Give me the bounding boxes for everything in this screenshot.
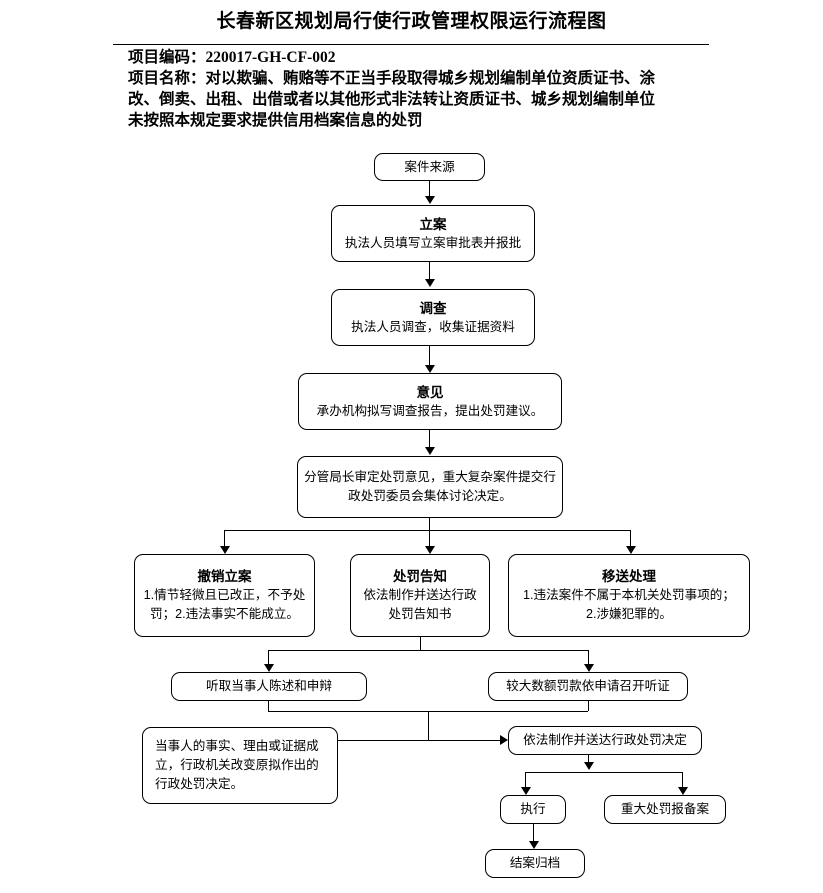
project-name-line-1: 项目名称：对以欺骗、贿赂等不正当手段取得城乡规划编制单位资质证书、涂 xyxy=(128,70,656,87)
arrow-bus-to-revoke xyxy=(220,546,230,554)
connector-decision-split-bus xyxy=(525,772,682,773)
node-major-penalty-report-label: 重大处罚报备案 xyxy=(620,802,710,816)
node-opinion[interactable]: 意见 承办机构拟写调查报告，提出处罚建议。 xyxy=(298,373,562,430)
connector-three-way-bus xyxy=(224,530,630,531)
node-penalty-notice-line-2: 处罚告知书 xyxy=(388,607,452,621)
node-case-archive-label: 结案归档 xyxy=(509,856,561,870)
node-investigation[interactable]: 调查 执法人员调查，收集证据资料 xyxy=(331,289,535,346)
connector-bus-to-statement xyxy=(268,650,269,665)
node-investigation-body: 执法人员调查，收集证据资料 xyxy=(351,319,515,334)
arrow-bus-to-transfer xyxy=(626,546,636,554)
arrow-bus-to-notice xyxy=(425,546,435,554)
connector-bus-to-execute xyxy=(525,772,526,788)
node-changed-decision[interactable]: 当事人的事实、理由或证据成 立，行政机关改变原拟作出的 行政处罚决定。 xyxy=(142,727,338,804)
connector-hearing-down xyxy=(588,701,589,711)
connector-opinion-to-review xyxy=(429,430,430,448)
node-opinion-body: 承办机构拟写调查报告，提出处罚建议。 xyxy=(316,403,544,418)
node-changed-decision-line-3: 行政处罚决定。 xyxy=(155,777,244,791)
node-case-source-label: 案件来源 xyxy=(404,159,455,174)
node-transfer-handling-line-1: 1.违法案件不属于本机关处罚事项的； xyxy=(522,588,735,602)
node-execute[interactable]: 执行 xyxy=(500,795,566,824)
project-code: 项目编码：220017-GH-CF-002 xyxy=(128,49,336,66)
node-case-archive[interactable]: 结案归档 xyxy=(485,849,585,878)
connector-bus-to-revoke xyxy=(224,530,225,547)
arrow-investigation-to-opinion xyxy=(425,365,435,373)
node-case-source[interactable]: 案件来源 xyxy=(374,153,485,181)
arrow-decision-stem xyxy=(584,762,594,770)
project-name-line-2: 改、倒卖、出租、出借或者以其他形式非法转让资质证书、城乡规划编制单位 xyxy=(128,91,656,108)
node-final-decision[interactable]: 依法制作并送达行政处罚决定 xyxy=(508,726,702,755)
node-transfer-handling-line-2: 2.涉嫌犯罪的。 xyxy=(585,607,673,621)
node-opinion-title: 意见 xyxy=(416,384,444,400)
node-hearing-request[interactable]: 较大数额罚款依申请召开听证 xyxy=(488,672,688,701)
node-filing[interactable]: 立案 执法人员填写立案审批表并报批 xyxy=(331,205,535,262)
connector-statement-down xyxy=(268,701,269,711)
connector-bus-to-hearing xyxy=(588,650,589,665)
connector-source-to-filing xyxy=(429,181,430,197)
arrow-bus-to-hearing xyxy=(584,664,594,672)
node-transfer-handling-title: 移送处理 xyxy=(602,569,656,584)
node-leader-review-line-2: 政处罚委员会集体讨论决定。 xyxy=(348,489,512,503)
node-final-decision-label: 依法制作并送达行政处罚决定 xyxy=(523,733,687,747)
arrow-filing-to-investigation xyxy=(425,279,435,287)
connector-bidirectional-right xyxy=(428,740,500,741)
connector-investigation-to-opinion xyxy=(429,346,430,366)
connector-notice-stem xyxy=(420,637,421,650)
node-penalty-notice-line-1: 依法制作并送达行政 xyxy=(363,588,477,602)
node-revoke-filing-line-1: 1.情节轻微且已改正，不予处 xyxy=(143,588,306,602)
page-title: 长春新区规划局行使行政管理权限运行流程图 xyxy=(216,11,607,32)
arrow-source-to-filing xyxy=(425,196,435,204)
node-revoke-filing[interactable]: 撤销立案 1.情节轻微且已改正，不予处 罚；2.违法事实不能成立。 xyxy=(134,554,315,637)
node-filing-title: 立案 xyxy=(419,216,447,232)
node-hear-statement-label: 听取当事人陈述和申辩 xyxy=(206,679,332,693)
node-revoke-filing-title: 撤销立案 xyxy=(197,569,252,584)
connector-bus-to-notice xyxy=(429,530,430,547)
connector-merge-stem xyxy=(428,711,429,740)
node-transfer-handling[interactable]: 移送处理 1.违法案件不属于本机关处罚事项的； 2.涉嫌犯罪的。 xyxy=(508,554,750,637)
title-divider xyxy=(113,44,709,45)
node-penalty-notice[interactable]: 处罚告知 依法制作并送达行政 处罚告知书 xyxy=(350,554,490,637)
project-name-line-3: 未按照本规定要求提供信用档案信息的处罚 xyxy=(128,112,423,129)
project-meta: 项目编码：220017-GH-CF-002 项目名称：对以欺骗、贿赂等不正当手段… xyxy=(128,47,713,131)
node-revoke-filing-line-2: 罚；2.违法事实不能成立。 xyxy=(149,607,300,621)
arrow-execute-to-archive xyxy=(529,841,539,849)
node-changed-decision-line-1: 当事人的事实、理由或证据成 xyxy=(155,739,319,753)
connector-filing-to-investigation xyxy=(429,262,430,280)
arrow-bus-to-execute xyxy=(521,787,531,795)
node-leader-review-line-1: 分管局长审定处罚意见，重大复杂案件提交行 xyxy=(304,470,556,484)
connector-decision-stem xyxy=(588,755,589,767)
connector-two-way-bus xyxy=(268,650,588,651)
arrow-bus-to-report xyxy=(678,787,688,795)
connector-bus-to-transfer xyxy=(630,530,631,547)
node-filing-body: 执法人员填写立案审批表并报批 xyxy=(344,235,522,250)
node-leader-review[interactable]: 分管局长审定处罚意见，重大复杂案件提交行 政处罚委员会集体讨论决定。 xyxy=(297,456,563,518)
arrow-bus-to-statement xyxy=(264,664,274,672)
arrow-opinion-to-review xyxy=(425,447,435,455)
node-major-penalty-report[interactable]: 重大处罚报备案 xyxy=(604,795,726,824)
node-investigation-title: 调查 xyxy=(419,300,447,316)
connector-execute-to-archive xyxy=(533,824,534,842)
node-hearing-request-label: 较大数额罚款依申请召开听证 xyxy=(506,679,670,693)
node-hear-statement[interactable]: 听取当事人陈述和申辩 xyxy=(171,672,367,701)
connector-bus-to-report xyxy=(682,772,683,788)
node-changed-decision-line-2: 立，行政机关改变原拟作出的 xyxy=(155,758,319,772)
node-execute-label: 执行 xyxy=(520,802,546,816)
connector-review-stem xyxy=(429,518,430,530)
connector-bidirectional-left xyxy=(337,740,428,741)
node-penalty-notice-title: 处罚告知 xyxy=(393,569,447,584)
arrow-to-final-decision xyxy=(500,735,508,745)
